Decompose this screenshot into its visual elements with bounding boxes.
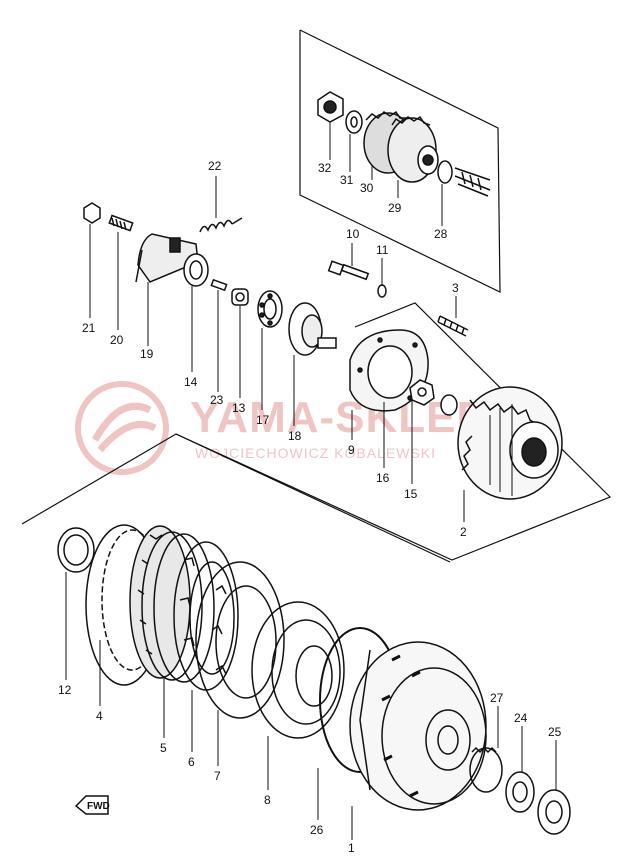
watermark-logo (75, 381, 169, 475)
part-28-circlip (437, 160, 453, 184)
part-17-bearing (257, 290, 283, 328)
callout-27: 27 (490, 691, 504, 705)
callout-23: 23 (210, 393, 224, 407)
part-22-spring (199, 217, 243, 233)
callout-24: 24 (514, 711, 528, 725)
callout-32: 32 (318, 161, 332, 175)
part-8-pressure-disc (251, 601, 345, 739)
callout-29: 29 (388, 201, 402, 215)
part-21-nut (83, 202, 101, 224)
part-15-washer (440, 394, 458, 416)
callout-8: 8 (264, 793, 271, 807)
leader-lines (65, 122, 557, 840)
part-11-washer (377, 284, 387, 298)
callout-3: 3 (452, 281, 459, 295)
part-30-29-gear-cluster (363, 110, 439, 183)
watermark-title: YAMA-SKLEP (190, 393, 487, 442)
forward-label: FWD (87, 801, 110, 812)
watermark-logo-mark (91, 402, 157, 453)
forward-arrow-icon (74, 795, 109, 815)
part-20-screw (108, 214, 134, 232)
callout-6: 6 (188, 755, 195, 769)
callout-7: 7 (214, 769, 221, 783)
middle-group-line (175, 433, 451, 563)
callout-12: 12 (58, 683, 72, 697)
callout-21: 21 (82, 321, 96, 335)
callout-20: 20 (110, 333, 124, 347)
upper-shaft-parts (317, 91, 491, 197)
callout-4: 4 (96, 709, 103, 723)
part-23-pin (210, 278, 228, 292)
upper-spline-shaft (454, 167, 491, 197)
part-27-gear (469, 746, 503, 793)
callout-numbers: 32 31 30 29 28 22 21 20 19 14 23 13 17 1… (58, 159, 562, 855)
part-9-pressure-plate (349, 329, 429, 412)
part-3-spring (437, 315, 469, 337)
callout-2: 2 (460, 525, 467, 539)
callout-17: 17 (256, 413, 270, 427)
watermark-subtitle: WOJCIECHOWICZ KOBALEWSKI (195, 445, 436, 461)
callout-31: 31 (340, 173, 354, 187)
part-7-clutch-plate (195, 561, 285, 719)
part-13-plunger (231, 288, 249, 306)
callout-30: 30 (360, 181, 374, 195)
watermark: YAMA-SKLEP WOJCIECHOWICZ KOBALEWSKI (75, 381, 487, 475)
callout-9: 9 (348, 443, 355, 457)
middle-group-outline (21, 302, 612, 561)
middle-parts (327, 260, 563, 500)
callout-15: 15 (404, 487, 418, 501)
callout-16: 16 (376, 471, 390, 485)
part-18-push-plate (288, 302, 337, 356)
callout-18: 18 (288, 429, 302, 443)
push-lever-parts (83, 202, 337, 356)
upper-group-outline (299, 29, 501, 293)
callout-25: 25 (548, 725, 562, 739)
callout-13: 13 (232, 401, 246, 415)
callout-11: 11 (376, 243, 389, 257)
callout-22: 22 (208, 159, 222, 173)
forward-direction-badge: FWD (74, 795, 110, 815)
part-25-lock-washer (537, 789, 571, 835)
callout-14: 14 (184, 375, 198, 389)
lower-parts (57, 524, 571, 835)
part-12-thrust-washer (57, 527, 95, 573)
part-2-clutch-boss (457, 386, 563, 500)
callout-5: 5 (160, 741, 167, 755)
assembly-outlines (21, 29, 612, 563)
part-24-washer (505, 771, 535, 813)
part-1-clutch-housing (349, 641, 487, 811)
part-10-bolt (327, 260, 370, 281)
callout-1: 1 (348, 841, 355, 855)
callout-19: 19 (140, 347, 154, 361)
callout-28: 28 (434, 227, 448, 241)
callout-26: 26 (310, 823, 324, 837)
callout-10: 10 (346, 227, 360, 241)
